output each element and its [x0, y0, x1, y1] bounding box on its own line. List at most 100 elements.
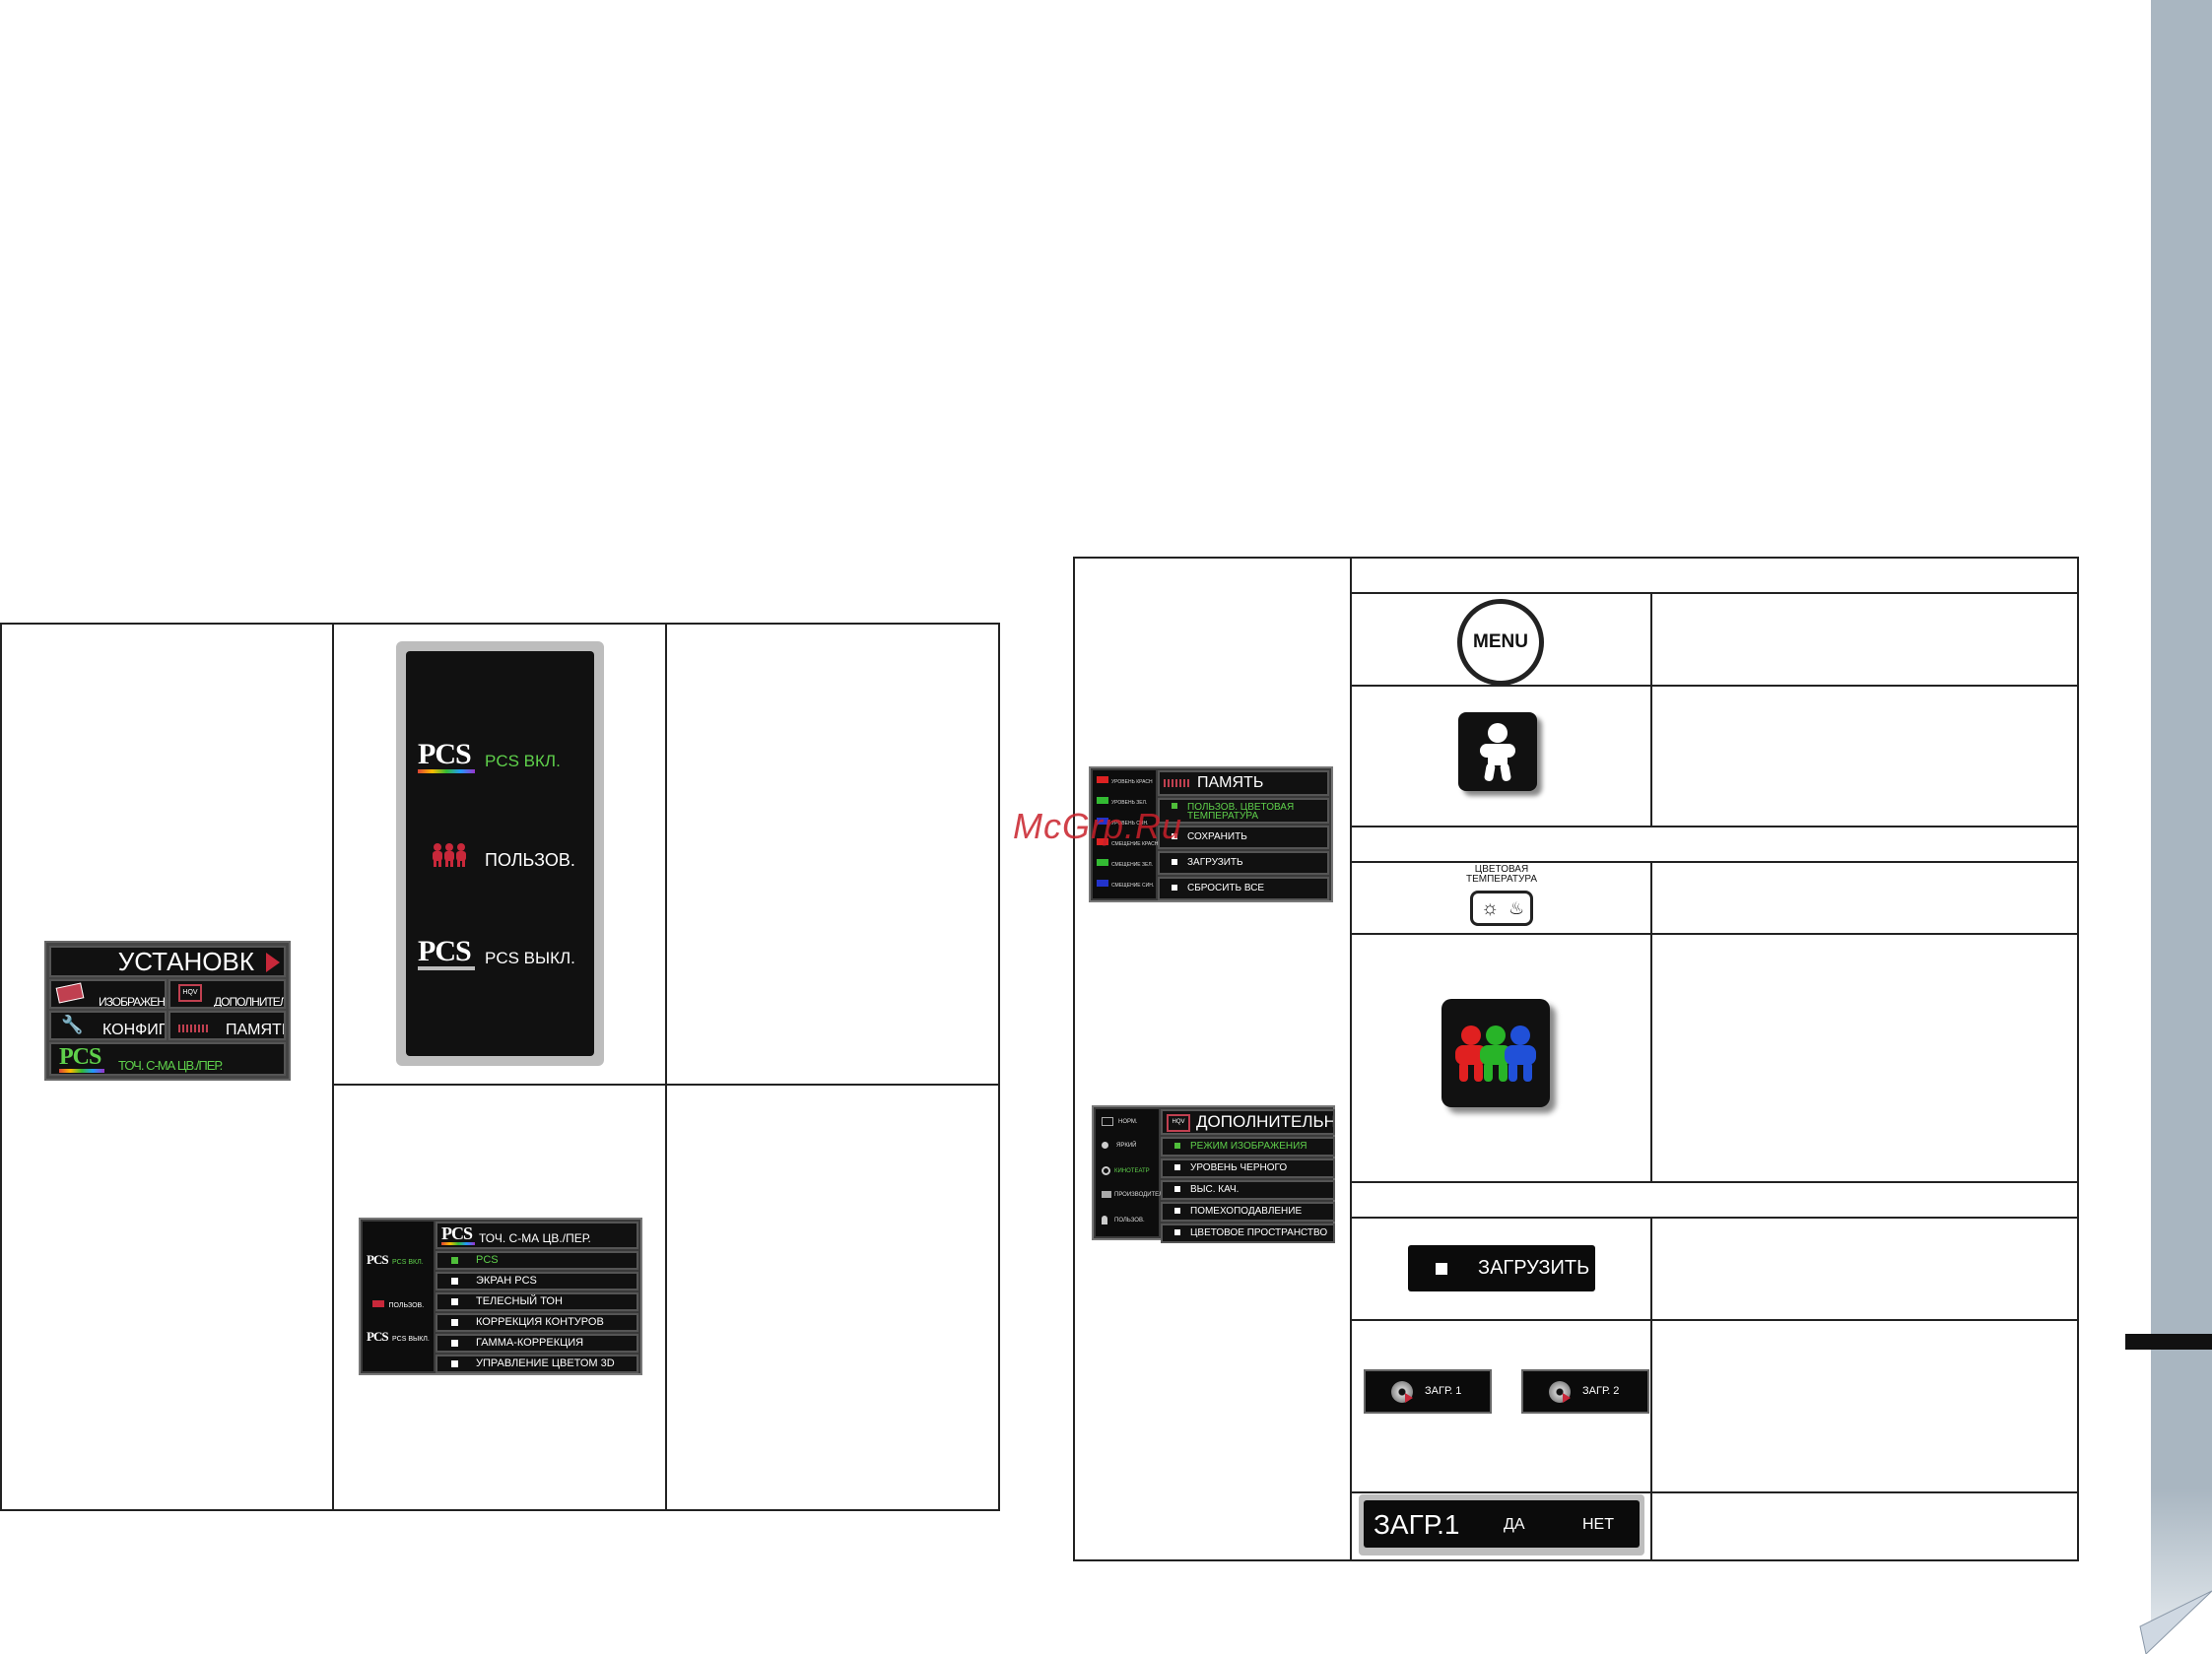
bullet-icon: [1174, 1186, 1180, 1193]
advanced-item-color-space[interactable]: ЦВЕТОВОЕ ПРОСТРАНСТВО: [1161, 1224, 1335, 1243]
blue-swatch: [1097, 818, 1108, 825]
user-button[interactable]: [1458, 712, 1537, 791]
pcs-submenu: PCS PCS ВКЛ. ПОЛЬЗОВ. PCS PCS ВЫКЛ. PCS …: [359, 1218, 642, 1375]
advanced-item-high-quality[interactable]: ВЫС. КАЧ.: [1161, 1180, 1335, 1200]
memory-item-user-temp-label: ПОЛЬЗОВ. ЦВЕТОВАЯ ТЕМПЕРАТУРА: [1187, 802, 1295, 822]
memory-item-reset-all[interactable]: СБРОСИТЬ ВСЕ: [1158, 877, 1329, 900]
sidebar-normal[interactable]: НОРМ.: [1102, 1117, 1138, 1126]
bullet-icon: [1174, 1143, 1180, 1150]
advanced-item-label: ЦВЕТОВОЕ ПРОСТРАНСТВО: [1190, 1227, 1328, 1238]
sidebar-manufacturer[interactable]: ПРОИЗВОДИТЕЛЬ: [1102, 1191, 1167, 1198]
rgb-users-icon: [1455, 1025, 1536, 1082]
sidebar-blue-offset[interactable]: СМЕЩЕНИЕ СИН.: [1097, 880, 1154, 889]
memory-menu: УРОВЕНЬ КРАСН УРОВЕНЬ ЗЕЛ. УРОВЕНЬ СИН. …: [1089, 766, 1333, 902]
bullet-icon: [1174, 1208, 1180, 1215]
factory-icon: [1102, 1191, 1111, 1198]
rgb-users-button[interactable]: [1441, 999, 1550, 1107]
load2-button[interactable]: ЗАГР. 2: [1521, 1369, 1649, 1414]
load2-label: ЗАГР. 2: [1582, 1385, 1620, 1397]
sidebar-red-offset-label: СМЕЩЕНИЕ КРАСН: [1111, 841, 1159, 847]
load-confirm-yes[interactable]: ДА: [1504, 1516, 1525, 1533]
pcs-off-underline: [418, 966, 475, 970]
pcs-off-logo: PCS: [418, 935, 472, 967]
sidebar-bright-label: ЯРКИЙ: [1116, 1143, 1137, 1150]
advanced-item-picture-mode[interactable]: РЕЖИМ ИЗОБРАЖЕНИЯ: [1161, 1137, 1335, 1157]
load1-button[interactable]: ЗАГР. 1: [1364, 1369, 1492, 1414]
setup-item-picture[interactable]: ИЗОБРАЖЕНИЕ: [49, 979, 167, 1009]
pcs-submenu-item-contour[interactable]: КОРРЕКЦИЯ КОНТУРОВ: [436, 1313, 638, 1332]
sun-icon: [1102, 1142, 1108, 1149]
pcs-on-option[interactable]: PCS PCS ВКЛ.: [418, 738, 590, 777]
pcs-submenu-item-skin[interactable]: ТЕЛЕСНЫЙ ТОН: [436, 1292, 638, 1311]
memory-menu-title: ПАМЯТЬ: [1197, 774, 1264, 791]
users-icon: [433, 843, 466, 867]
sidebar-red-offset[interactable]: СМЕЩЕНИЕ КРАСН: [1097, 838, 1158, 847]
advanced-item-label: ПОМЕХОПОДАВЛЕНИЕ: [1190, 1206, 1303, 1217]
memory-chip-icon: [178, 1025, 208, 1032]
pcs-submenu-rainbow: [441, 1242, 475, 1245]
pcs-submenu-sidebar-user-label: ПОЛЬЗОВ.: [388, 1302, 425, 1309]
sidebar-green-level-label: УРОВЕНЬ ЗЕЛ.: [1111, 800, 1148, 806]
pcs-submenu-title: ТОЧ. С-МА ЦВ./ПЕР.: [479, 1231, 591, 1245]
pcs-off-option[interactable]: PCS PCS ВЫКЛ.: [418, 935, 590, 974]
sidebar-user[interactable]: ПОЛЬЗОВ.: [1102, 1216, 1145, 1224]
pcs-submenu-title-bar: PCS ТОЧ. С-МА ЦВ./ПЕР.: [436, 1222, 638, 1249]
red-swatch: [1097, 776, 1108, 783]
memory-item-user-temp[interactable]: ПОЛЬЗОВ. ЦВЕТОВАЯ ТЕМПЕРАТУРА: [1158, 798, 1329, 824]
memory-chip-icon: [1164, 778, 1191, 787]
pcs-submenu-item-3d[interactable]: УПРАВЛЕНИЕ ЦВЕТОМ 3D: [436, 1355, 638, 1373]
sidebar-bright[interactable]: ЯРКИЙ: [1102, 1142, 1136, 1149]
sidebar-green-level[interactable]: УРОВЕНЬ ЗЕЛ.: [1097, 797, 1147, 806]
users-small-icon: [372, 1300, 384, 1307]
load-button[interactable]: ЗАГРУЗИТЬ: [1408, 1245, 1595, 1291]
pcs-submenu-item-gamma[interactable]: ГАММА-КОРРЕКЦИЯ: [436, 1334, 638, 1353]
pcs-submenu-item-screen[interactable]: ЭКРАН PCS: [436, 1272, 638, 1290]
user-icon: [1102, 1216, 1107, 1224]
pcs-logo: PCS: [59, 1044, 101, 1070]
pcs-on-label: PCS ВКЛ.: [485, 752, 561, 770]
pcs-submenu-item-label: PCS: [476, 1254, 499, 1266]
pcs-user-option[interactable]: ПОЛЬЗОВ.: [418, 838, 590, 878]
pcs-submenu-sidebar-user[interactable]: ПОЛЬЗОВ.: [372, 1294, 424, 1312]
page-curl-icon: [2139, 1590, 2212, 1654]
advanced-item-label: ВЫС. КАЧ.: [1190, 1184, 1240, 1195]
memory-item-load[interactable]: ЗАГРУЗИТЬ: [1158, 851, 1329, 875]
sidebar-blue-level[interactable]: УРОВЕНЬ СИН.: [1097, 818, 1148, 827]
load-arrow-icon: [1563, 1393, 1571, 1403]
film-reel-icon: [1102, 1166, 1110, 1175]
menu-button[interactable]: MENU: [1457, 599, 1544, 686]
pcs-submenu-sidebar-off-logo: PCS: [367, 1329, 389, 1344]
load-confirm-no[interactable]: НЕТ: [1582, 1516, 1614, 1533]
pcs-submenu-sidebar-on[interactable]: PCS PCS ВКЛ.: [367, 1251, 424, 1269]
load1-label: ЗАГР. 1: [1425, 1385, 1462, 1397]
pcs-user-label: ПОЛЬЗОВ.: [485, 850, 575, 870]
sidebar-green-offset[interactable]: СМЕЩЕНИЕ ЗЕЛ.: [1097, 859, 1153, 868]
sidebar-red-level[interactable]: УРОВЕНЬ КРАСН: [1097, 776, 1153, 785]
advanced-menu-title: ДОПОЛНИТЕЛЬН: [1196, 1112, 1335, 1131]
setup-menu-title: УСТАНОВК: [117, 947, 254, 976]
advanced-item-black-level[interactable]: УРОВЕНЬ ЧЕРНОГО: [1161, 1158, 1335, 1178]
bullet-icon: [1436, 1263, 1447, 1275]
pcs-submenu-item-label: ЭКРАН PCS: [476, 1275, 537, 1287]
bullet-icon: [451, 1277, 458, 1285]
blue-swatch: [1097, 880, 1108, 887]
setup-item-pcs[interactable]: PCS ТОЧ. С-МА ЦВ./ПЕР.: [49, 1042, 286, 1076]
memory-item-save[interactable]: СОХРАНИТЬ: [1158, 826, 1329, 849]
memory-menu-sidebar: УРОВЕНЬ КРАСН УРОВЕНЬ ЗЕЛ. УРОВЕНЬ СИН. …: [1093, 770, 1158, 898]
pcs-submenu-item-pcs[interactable]: PCS: [436, 1251, 638, 1270]
bullet-icon: [1172, 859, 1177, 866]
setup-item-config[interactable]: 🔧 КОНФИГ.: [49, 1011, 167, 1040]
pcs-submenu-sidebar-on-logo: PCS: [367, 1252, 389, 1267]
bullet-icon: [1172, 803, 1177, 809]
setup-item-memory[interactable]: ПАМЯТЬ: [168, 1011, 286, 1040]
pcs-submenu-item-label: УПРАВЛЕНИЕ ЦВЕТОМ 3D: [476, 1357, 615, 1369]
sidebar-cinema[interactable]: КИНОТЕАТР: [1102, 1166, 1150, 1175]
setup-item-advanced[interactable]: HQV ДОПОЛНИТЕЛЬНО: [168, 979, 286, 1009]
wrench-icon: 🔧: [61, 1015, 84, 1034]
memory-item-save-label: СОХРАНИТЬ: [1187, 831, 1247, 842]
advanced-item-noise-reduction[interactable]: ПОМЕХОПОДАВЛЕНИЕ: [1161, 1202, 1335, 1222]
pcs-submenu-sidebar-off[interactable]: PCS PCS ВЫКЛ.: [367, 1328, 430, 1346]
load-button-label: ЗАГРУЗИТЬ: [1478, 1257, 1590, 1279]
color-temp-button[interactable]: ☼ ♨: [1470, 891, 1533, 926]
